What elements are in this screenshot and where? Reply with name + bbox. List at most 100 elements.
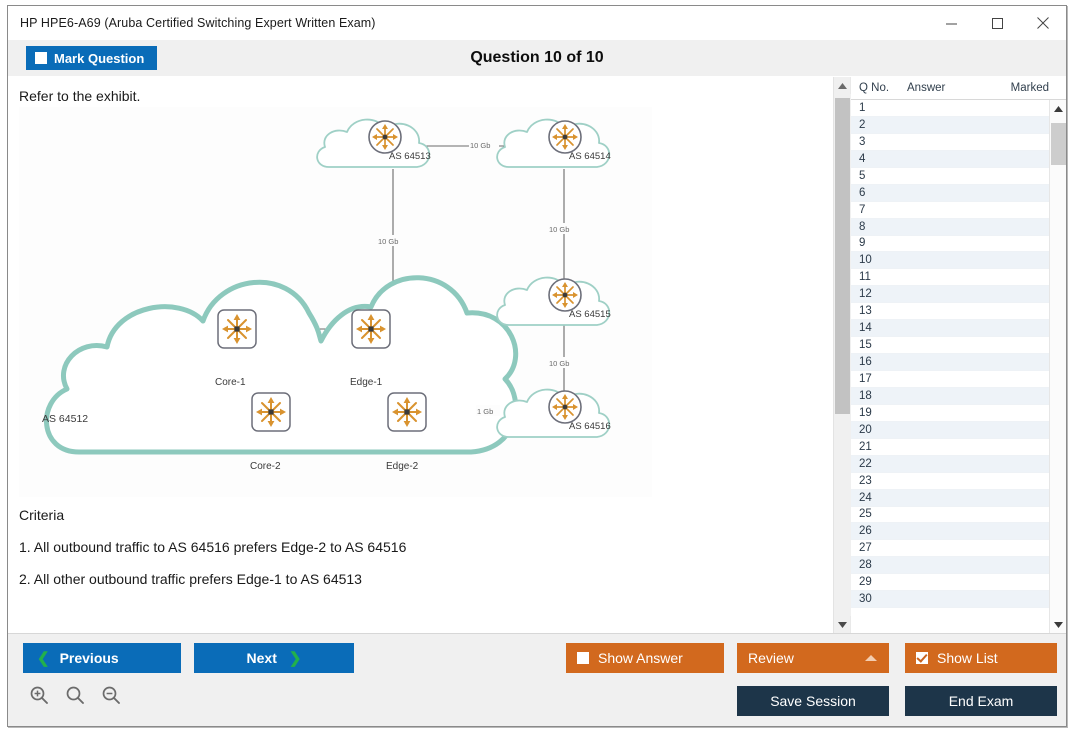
table-row[interactable]: 19 [851,405,1049,422]
table-row[interactable]: 3 [851,134,1049,151]
switch-label-core-1: Core-1 [215,377,246,388]
show-answer-label: Show Answer [598,650,683,666]
table-cell-no: 16 [859,356,872,369]
table-cell-no: 7 [859,203,866,216]
show-answer-checkbox[interactable] [577,652,589,664]
list-scroll-up-arrow[interactable] [1050,100,1067,117]
table-row[interactable]: 28 [851,557,1049,575]
table-row[interactable]: 21 [851,439,1049,456]
table-cell-no: 4 [859,152,866,165]
close-button[interactable] [1020,6,1066,40]
table-cell-no: 9 [859,237,866,250]
zoom-reset-button[interactable] [64,684,86,706]
window-controls [928,6,1066,40]
table-row[interactable]: 9 [851,236,1049,253]
mark-question-button[interactable]: Mark Question [26,46,158,70]
table-row[interactable]: 23 [851,473,1049,490]
table-row[interactable]: 27 [851,540,1049,558]
table-row[interactable]: 7 [851,202,1049,219]
table-row[interactable]: 26 [851,523,1049,541]
list-scroll-track[interactable] [1050,117,1067,616]
show-list-checkbox[interactable] [916,652,928,664]
cloud-label-as-64512: AS 64512 [42,413,88,425]
list-scrollbar[interactable] [1049,100,1066,633]
chevron-left-icon: ❮ [37,650,50,667]
next-button[interactable]: Next ❯ [194,643,354,673]
end-exam-button[interactable]: End Exam [905,686,1057,716]
table-row[interactable]: 15 [851,337,1049,355]
table-row[interactable]: 2 [851,116,1049,134]
table-row[interactable]: 14 [851,320,1049,338]
criteria-block: Criteria 1. All outbound traffic to AS 6… [19,507,406,603]
exam-window: HP HPE6-A69 (Aruba Certified Switching E… [7,5,1067,727]
list-scroll-down-arrow[interactable] [1050,616,1067,633]
minimize-button[interactable] [928,6,974,40]
criteria-item-1: 1. All outbound traffic to AS 64516 pref… [19,539,407,555]
page-title: Question 10 of 10 [470,49,604,66]
mark-question-checkbox[interactable] [35,52,47,64]
end-exam-label: End Exam [948,693,1014,709]
scroll-track[interactable] [833,94,851,616]
table-cell-no: 2 [859,118,866,131]
next-label: Next [246,650,277,666]
maximize-button[interactable] [974,6,1020,40]
table-cell-no: 14 [859,322,872,335]
maximize-icon [991,17,1003,29]
show-list-button[interactable]: Show List [905,643,1057,673]
table-row[interactable]: 4 [851,150,1049,168]
router-node-as-64515 [548,278,582,312]
table-row[interactable]: 20 [851,421,1049,439]
table-row[interactable]: 1 [851,100,1049,117]
question-pane: Refer to the exhibit. [8,77,834,633]
link-label-1gb: 1 Gb [477,407,493,416]
table-row[interactable]: 13 [851,303,1049,321]
list-scroll-thumb[interactable] [1050,123,1066,165]
show-list-label: Show List [937,650,998,666]
table-row[interactable]: 25 [851,507,1049,524]
question-header-bar: Mark Question Question 10 of 10 [8,40,1066,77]
zoom-in-button[interactable] [28,684,50,706]
exhibit-image[interactable]: AS 64512 AS 64513 AS 64514 [19,107,652,497]
table-row[interactable]: 16 [851,354,1049,371]
scroll-up-arrow[interactable] [834,77,851,94]
table-row[interactable]: 12 [851,286,1049,304]
save-session-button[interactable]: Save Session [737,686,889,716]
table-cell-no: 12 [859,288,872,301]
mark-question-label: Mark Question [54,50,145,66]
review-dropdown-button[interactable]: Review [737,643,889,673]
scroll-down-arrow[interactable] [834,616,851,633]
table-row[interactable]: 8 [851,218,1049,236]
table-cell-no: 15 [859,339,872,352]
scroll-thumb[interactable] [834,98,850,414]
table-row[interactable]: 11 [851,269,1049,287]
link-label-10gb-right-upper: 10 Gb [549,225,569,234]
question-pane-scrollbar[interactable] [833,77,851,633]
table-row[interactable]: 22 [851,455,1049,473]
table-row[interactable]: 5 [851,168,1049,185]
table-row[interactable]: 18 [851,387,1049,405]
show-answer-button[interactable]: Show Answer [566,643,724,673]
table-cell-no: 21 [859,440,872,453]
router-node-as-64516 [548,390,582,424]
table-row[interactable]: 17 [851,371,1049,388]
window-titlebar: HP HPE6-A69 (Aruba Certified Switching E… [8,6,1066,40]
table-cell-no: 30 [859,593,872,606]
previous-button[interactable]: ❮ Previous [23,643,181,673]
table-row[interactable]: 6 [851,184,1049,202]
switch-label-edge-2: Edge-2 [386,461,419,472]
table-row[interactable]: 10 [851,252,1049,270]
zoom-out-button[interactable] [100,684,122,706]
cloud-label-as-64514: AS 64514 [569,151,611,162]
table-row[interactable]: 29 [851,574,1049,592]
switch-node-core-2 [251,392,291,432]
list-column-marked: Marked [1010,82,1049,94]
table-row[interactable]: 30 [851,591,1049,609]
table-cell-no: 25 [859,508,872,521]
close-icon [1037,17,1049,29]
cloud-label-as-64515: AS 64515 [569,309,611,320]
table-row[interactable]: 24 [851,489,1049,507]
